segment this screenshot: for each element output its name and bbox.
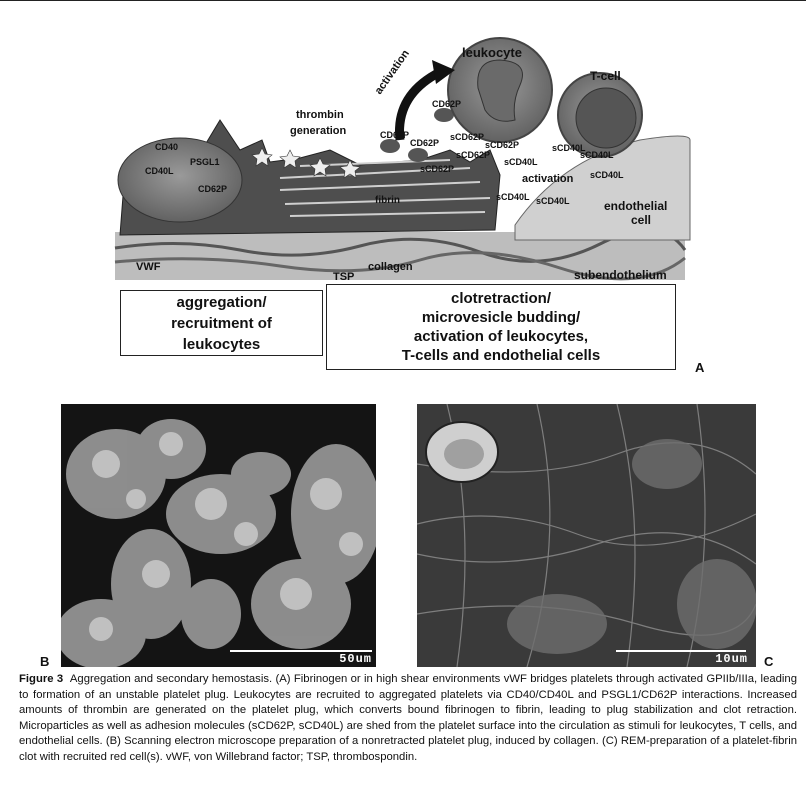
- panel-letter-b: B: [40, 654, 50, 669]
- top-rule: [0, 0, 806, 1]
- label-endothelial-2: cell: [631, 213, 651, 227]
- microparticle: [380, 139, 400, 153]
- label-cd62p-platelet: CD62P: [198, 184, 227, 194]
- label-subendothelium: subendothelium: [574, 268, 667, 282]
- label-scd40l: sCD40L: [504, 157, 538, 167]
- label-thrombin-1: thrombin: [296, 109, 344, 121]
- fibrin-strands: [279, 159, 491, 217]
- label-scd62p: sCD62P: [450, 132, 484, 142]
- label-thrombin-2: generation: [290, 125, 347, 137]
- scale-bar-b: [230, 650, 372, 652]
- label-cd40l: CD40L: [145, 166, 174, 176]
- scale-bar-c: [616, 650, 746, 652]
- figure-caption: Figure 3 Aggregation and secondary hemos…: [19, 672, 797, 765]
- label-endothelial-1: endothelial: [604, 199, 667, 213]
- endothelial-cell: [514, 135, 691, 241]
- label-vwf: VWF: [136, 261, 161, 273]
- label-tcell: T-cell: [590, 69, 621, 83]
- scale-label-b: 50um: [339, 652, 372, 666]
- leukocyte-bound: [117, 137, 243, 223]
- label-cd62p-a: CD62P: [380, 130, 409, 140]
- thrombin-stars: [251, 147, 361, 179]
- label-psgl1: PSGL1: [190, 157, 220, 167]
- label-scd40l: sCD40L: [552, 143, 586, 153]
- figure-a-diagram: activation leukocyte T-cell thrombin gen…: [114, 37, 691, 283]
- scale-label-c: 10um: [715, 652, 748, 666]
- label-scd62p: sCD62P: [485, 140, 519, 150]
- box-aggregation: aggregation/ recruitment of leukocytes: [120, 290, 323, 356]
- label-activation-arrow: activation: [373, 48, 412, 97]
- label-tsp: TSP: [333, 271, 354, 283]
- activation-arrow: [395, 67, 443, 141]
- label-collagen: collagen: [368, 261, 413, 273]
- label-scd62p: sCD62P: [420, 164, 454, 174]
- label-scd40l: sCD40L: [536, 196, 570, 206]
- caption-label: Figure 3: [19, 673, 64, 685]
- label-leukocyte: leukocyte: [462, 45, 522, 60]
- label-scd40l: sCD40L: [496, 192, 530, 202]
- microparticle: [434, 108, 454, 122]
- label-scd40l: sCD40L: [580, 150, 614, 160]
- label-cd62p-b: CD62P: [410, 138, 439, 148]
- microparticle: [408, 148, 428, 162]
- box-clotretraction: clotretraction/ microvesicle budding/ ac…: [326, 284, 676, 370]
- panel-letter-a: A: [695, 360, 705, 375]
- caption-text: Aggregation and secondary hemostasis. (A…: [19, 673, 797, 763]
- label-scd62p: sCD62P: [456, 150, 490, 160]
- label-activation-endothelial: activation: [522, 173, 574, 185]
- sem-image-platelet-plug: 50um: [61, 404, 376, 667]
- label-cd62p-top: CD62P: [432, 99, 461, 109]
- panel-letter-c: C: [764, 654, 774, 669]
- label-fibrin: fibrin: [375, 195, 400, 206]
- label-scd40l: sCD40L: [590, 170, 624, 180]
- sem-image-fibrin-clot: 10um: [417, 404, 756, 667]
- label-cd40: CD40: [155, 142, 178, 152]
